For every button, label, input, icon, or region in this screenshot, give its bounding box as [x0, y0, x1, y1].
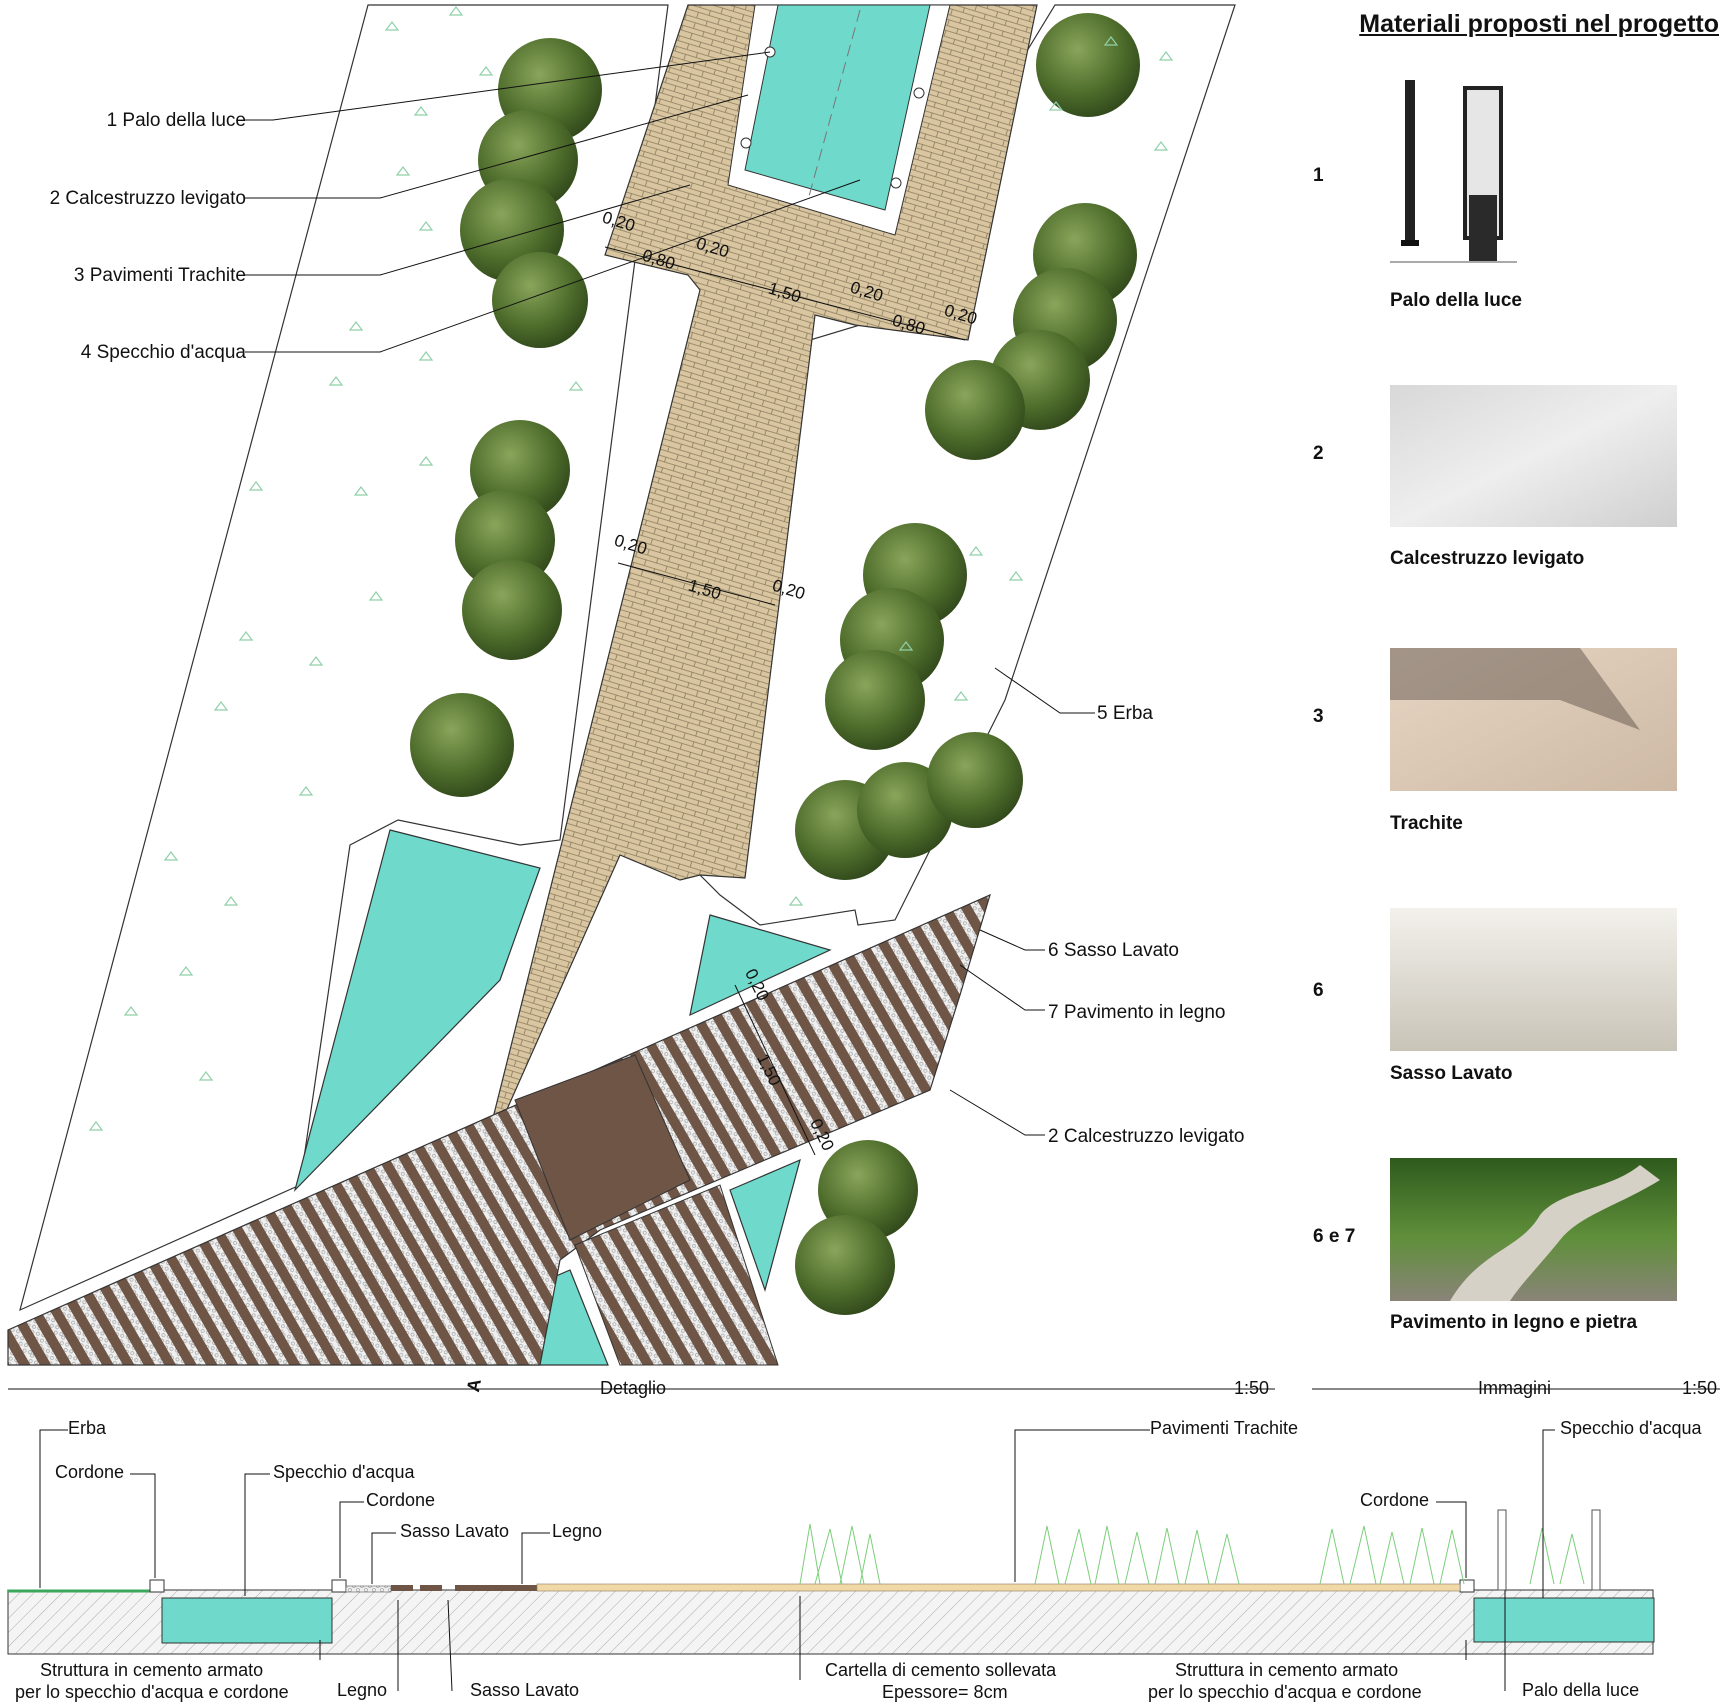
section-label-pool-2: Specchio d'acqua — [1560, 1418, 1702, 1438]
concrete-image — [1390, 385, 1677, 527]
tree-group-right-upper — [925, 203, 1137, 460]
section-curb — [1459, 1579, 1475, 1593]
tree-group-right-mid — [795, 523, 1023, 880]
light-pole-marker — [913, 87, 925, 99]
section-label-washed-stone: Sasso Lavato — [400, 1521, 510, 1541]
callout-trachite-paving: 3 Pavimenti Trachite — [73, 265, 246, 286]
pool-triangle-mid — [689, 914, 832, 1017]
pool-axis-line — [807, 9, 861, 201]
section-note-washed-stone: Sasso Lavato — [470, 1680, 580, 1700]
section-curb — [149, 1579, 165, 1593]
section-pebbles — [345, 1585, 392, 1593]
pool-triangle-right — [729, 1158, 801, 1293]
section-vegetation — [799, 1523, 1585, 1585]
pool-lower-left — [293, 829, 541, 1193]
section-wood — [420, 1585, 442, 1591]
pebbles-image — [1390, 908, 1677, 1051]
section-label-curb-2: Cordone — [366, 1490, 436, 1510]
section-label-trachite: Pavimenti Trachite — [1150, 1418, 1299, 1438]
material-caption: Calcestruzzo levigato — [1390, 548, 1585, 569]
tree-group-right-low — [795, 1140, 918, 1315]
material-caption: Sasso Lavato — [1390, 1063, 1513, 1084]
footer-images-scale: 1:50 — [1682, 1378, 1718, 1398]
section-label-grass: Erba — [68, 1418, 107, 1438]
grass-marks — [88, 6, 1174, 1131]
section-label-pool: Specchio d'acqua — [273, 1462, 415, 1482]
material-number: 6 — [1313, 980, 1324, 1001]
section-note-light-pole: Palo della luce — [1522, 1680, 1640, 1700]
section-wood — [455, 1585, 537, 1591]
section-note-wood: Legno — [337, 1680, 388, 1700]
footer-detail-scale: 1:50 — [1234, 1378, 1270, 1398]
wood-stone-band — [7, 893, 991, 1366]
callout-leaders — [245, 51, 1095, 1136]
callout-polished-concrete: 2 Calcestruzzo levigato — [49, 188, 246, 209]
trachite-path — [489, 4, 1038, 1132]
section-light-pole — [1497, 1509, 1507, 1591]
section-wood — [391, 1585, 413, 1591]
section-label-curb-3: Cordone — [1360, 1490, 1430, 1510]
materials-heading: Materiali proposti nel progetto — [1359, 10, 1719, 38]
material-number: 2 — [1313, 443, 1324, 464]
callout-wood-floor: 7 Pavimento in legno — [1048, 1002, 1226, 1023]
section-note-structure-2: per lo specchio d'acqua e cordone — [15, 1682, 289, 1702]
section-curb — [331, 1579, 347, 1593]
footer-images-title: Immagini — [1478, 1378, 1552, 1398]
tree-group-left-top — [460, 38, 602, 348]
trachite-image — [1390, 648, 1677, 791]
material-caption: Trachite — [1390, 813, 1463, 834]
section-label-curb: Cordone — [55, 1462, 125, 1482]
section-pool-right — [1473, 1597, 1655, 1643]
footer-detail-title: Detaglio — [600, 1378, 667, 1398]
section-note-slab: Cartella di cemento sollevata — [825, 1660, 1057, 1680]
garden-path-image — [1390, 1158, 1677, 1301]
callout-reflecting-pool: 4 Specchio d'acqua — [80, 342, 246, 363]
section-note-thickness: Epessore= 8cm — [882, 1682, 1008, 1702]
section-light-pole — [1591, 1509, 1601, 1591]
wood-stone-branch — [574, 1184, 779, 1366]
section-label-wood: Legno — [552, 1521, 603, 1541]
callout-polished-concrete-2: 2 Calcestruzzo levigato — [1048, 1126, 1245, 1147]
light-pole-marker — [890, 177, 902, 189]
dimension-lines — [604, 246, 966, 1156]
wood-square — [514, 1054, 691, 1241]
callout-light-pole: 1 Palo della luce — [106, 110, 246, 131]
section-note-structure-3: Struttura in cemento armato — [1175, 1660, 1399, 1680]
material-number: 1 — [1313, 165, 1324, 186]
tree-group-left-mid — [455, 420, 570, 660]
tree-left-small — [410, 693, 514, 797]
section-leaders — [39, 1429, 1555, 1692]
material-caption: Pavimento in legno e pietra — [1390, 1312, 1638, 1333]
pool-top — [744, 4, 931, 211]
section-note-structure: Struttura in cemento armato — [40, 1660, 264, 1680]
material-number: 3 — [1313, 706, 1324, 727]
tree-right-top — [1036, 13, 1140, 117]
light-pole-marker — [740, 137, 752, 149]
section-note-structure-4: per lo specchio d'acqua e cordone — [1148, 1682, 1422, 1702]
section-trachite-slab — [536, 1583, 1461, 1592]
material-caption: Palo della luce — [1390, 290, 1522, 311]
section-pool-left — [161, 1597, 333, 1644]
callout-washed-stone: 6 Sasso Lavato — [1048, 940, 1179, 961]
light-pole-image — [1390, 80, 1517, 263]
material-number: 6 e 7 — [1313, 1226, 1356, 1247]
callout-grass: 5 Erba — [1097, 703, 1153, 724]
